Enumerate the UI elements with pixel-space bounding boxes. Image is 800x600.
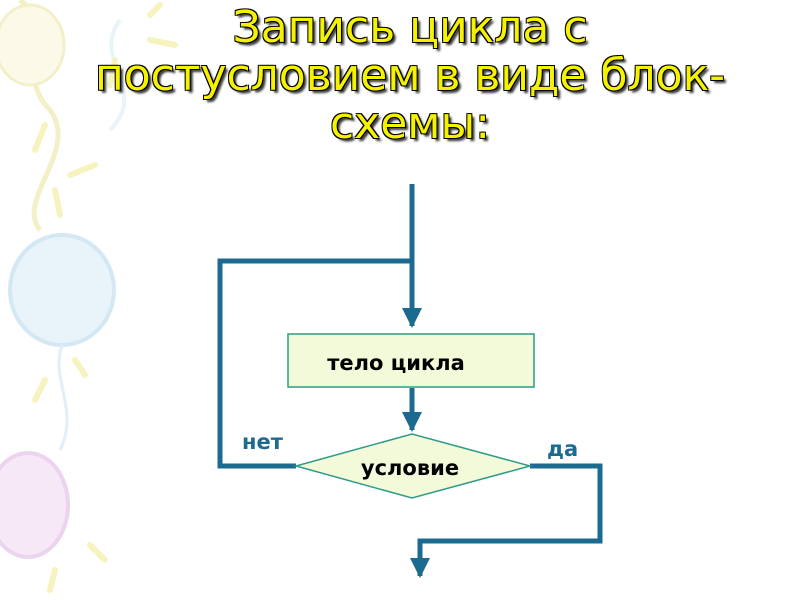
- loop-back-connector-no: [217, 258, 412, 469]
- balloon-string-decoration: [57, 344, 69, 451]
- title-line-1: Запись цикла с: [232, 2, 588, 53]
- flowchart-connectors: [217, 184, 603, 578]
- process-block-loop-body: [287, 333, 535, 388]
- process-block-label: тело цикла: [327, 351, 465, 375]
- decision-block-label: условие: [361, 456, 459, 480]
- yellow-balloon-decoration: [0, 3, 66, 87]
- curly-streamer-decoration: [108, 18, 127, 132]
- branch-label-yes: да: [547, 437, 578, 461]
- exit-connector-yes: [410, 463, 603, 578]
- branch-label-no: нет: [242, 430, 284, 454]
- decision-block-condition: [293, 433, 533, 499]
- title-line-2: постусловием в виде блок-: [94, 50, 726, 101]
- pink-balloon-decoration: [0, 451, 70, 559]
- sun-rays-decoration: [32, 2, 178, 593]
- slide-title: Запись цикла с постусловием в виде блок-…: [0, 0, 800, 160]
- title-line-3: схемы:: [329, 98, 491, 149]
